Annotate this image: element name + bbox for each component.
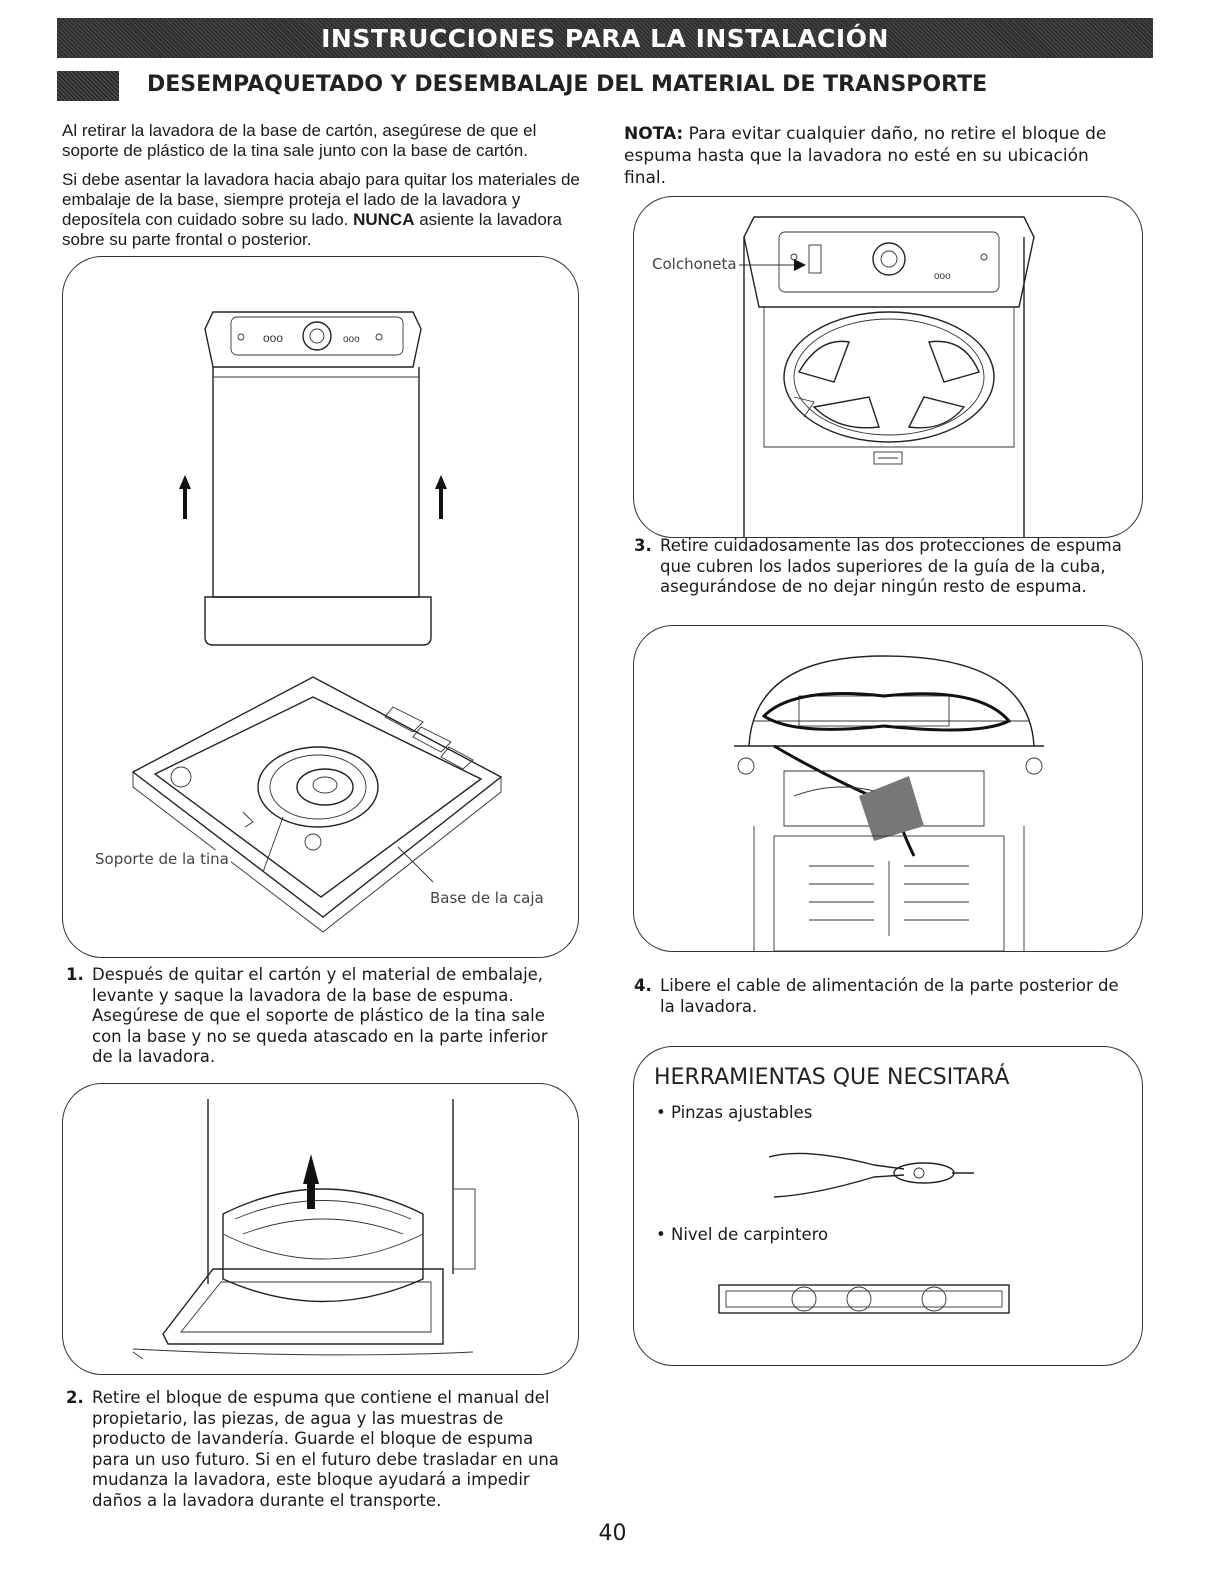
- section-heading: DESEMPAQUETADO Y DESEMBALAJE DEL MATERIA…: [57, 71, 1157, 103]
- figure-power-cord: [633, 625, 1143, 952]
- figure-washer-base: ooo ooo Soporte de la tina Base de la ca…: [62, 256, 579, 958]
- step-1-text: Después de quitar el cartón y el materia…: [92, 965, 548, 1066]
- note-label: NOTA:: [624, 124, 684, 144]
- step-1-number: 1.: [66, 965, 84, 984]
- step-4: 4. Libere el cable de alimentación de la…: [634, 976, 1134, 1020]
- step-1: 1. Después de quitar el cartón y el mate…: [66, 965, 566, 1075]
- figure-pad: ooo Colchoneta: [633, 196, 1143, 538]
- step-2: 2. Retire el bloque de espuma que contie…: [66, 1388, 586, 1518]
- step-2-number: 2.: [66, 1388, 84, 1407]
- label-pad: Colchoneta: [650, 255, 739, 273]
- intro-paragraph-2: Si debe asentar la lavadora hacia abajo …: [62, 170, 592, 250]
- svg-text:ooo: ooo: [343, 334, 360, 345]
- note-text: Para evitar cualquier daño, no retire el…: [624, 124, 1107, 188]
- tools-illustration: [718, 1152, 1010, 1314]
- step-3: 3. Retire cuidadosamente las dos protecc…: [634, 536, 1134, 600]
- label-support: Soporte de la tina: [93, 850, 231, 868]
- intro-p2-after: asiente la lavadora sobre su parte front…: [62, 210, 562, 249]
- intro-p2-before: Si debe asentar la lavadora hacia abajo …: [62, 170, 580, 229]
- power-cord-illustration: [734, 655, 1044, 951]
- label-base: Base de la caja: [428, 889, 546, 907]
- pad-illustration: ooo: [729, 216, 1035, 537]
- note-paragraph: NOTA: Para evitar cualquier daño, no ret…: [624, 123, 1124, 189]
- step-3-number: 3.: [634, 536, 652, 555]
- section-title: DESEMPAQUETADO Y DESEMBALAJE DEL MATERIA…: [147, 72, 988, 97]
- washer-base-illustration: ooo ooo: [131, 311, 503, 933]
- step-4-text: Libere el cable de alimentación de la pa…: [660, 976, 1119, 1016]
- svg-text:ooo: ooo: [934, 271, 951, 282]
- figure-tub-support: [62, 1083, 579, 1375]
- header-banner: INSTRUCCIONES PARA LA INSTALACIÓN: [57, 18, 1153, 58]
- step-2-text: Retire el bloque de espuma que contiene …: [92, 1388, 559, 1510]
- tools-title: HERRAMIENTAS QUE NECSITARÁ: [654, 1065, 1010, 1090]
- intro-paragraph-1: Al retirar la lavadora de la base de car…: [62, 121, 537, 160]
- intro-p2-bold: NUNCA: [353, 210, 415, 229]
- page-number: 40: [598, 1521, 627, 1546]
- svg-text:ooo: ooo: [263, 331, 283, 345]
- tub-support-illustration: [132, 1099, 476, 1360]
- step-4-number: 4.: [634, 976, 652, 995]
- step-3-text: Retire cuidadosamente las dos proteccion…: [660, 536, 1122, 596]
- tool-pliers-label: • Pinzas ajustables: [656, 1103, 813, 1122]
- section-marker: [57, 71, 119, 101]
- tools-box: HERRAMIENTAS QUE NECSITARÁ • Pinzas ajus…: [633, 1046, 1143, 1366]
- tool-level-label: • Nivel de carpintero: [656, 1225, 829, 1244]
